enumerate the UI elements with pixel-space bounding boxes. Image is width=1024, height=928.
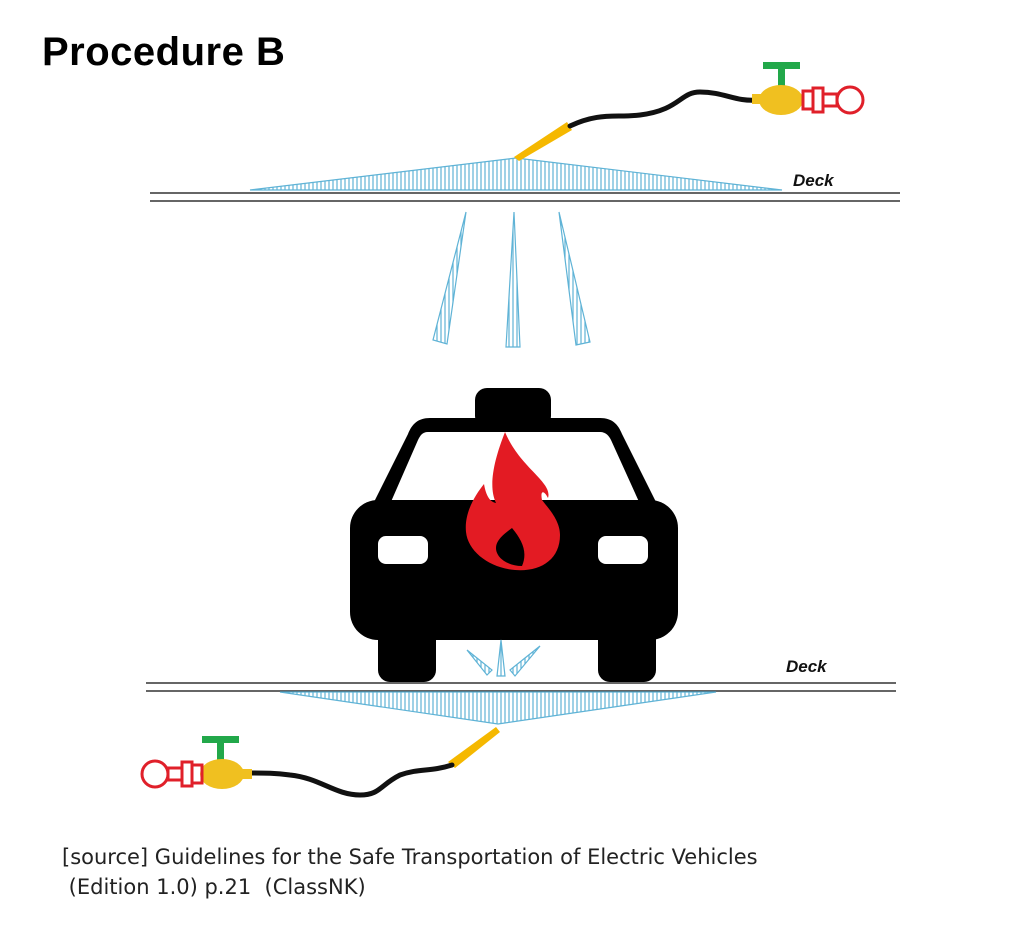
flame-icon (465, 432, 560, 571)
upper-fire-hydrant-icon (752, 62, 865, 115)
source-citation: [source] Guidelines for the Safe Transpo… (62, 842, 758, 902)
page-title: Procedure B (42, 30, 286, 74)
under-car-spray (466, 639, 541, 677)
upper-deck-spray (249, 157, 783, 191)
lower-hose (249, 762, 455, 798)
lower-deck: Deck (146, 657, 896, 692)
lower-fire-hydrant-icon (140, 736, 252, 789)
deck-label-upper: Deck (793, 171, 835, 190)
lower-deck-spray (279, 691, 717, 725)
upper-nozzle-icon (514, 122, 572, 161)
upper-deck: Deck (150, 171, 900, 202)
water-spray-icon (496, 639, 506, 677)
water-spray-icon (466, 649, 493, 676)
lower-nozzle-icon (448, 727, 500, 768)
upper-hose (567, 89, 761, 129)
water-spray-icon (505, 211, 521, 348)
water-spray-icon (432, 211, 467, 345)
deck-label-lower: Deck (786, 657, 828, 676)
falling-spray-group (432, 211, 591, 348)
water-spray-icon (509, 645, 541, 677)
source-line-1: [source] Guidelines for the Safe Transpo… (62, 845, 758, 869)
source-line-2: (Edition 1.0) p.21 (ClassNK) (62, 875, 366, 899)
water-spray-icon (558, 211, 591, 346)
